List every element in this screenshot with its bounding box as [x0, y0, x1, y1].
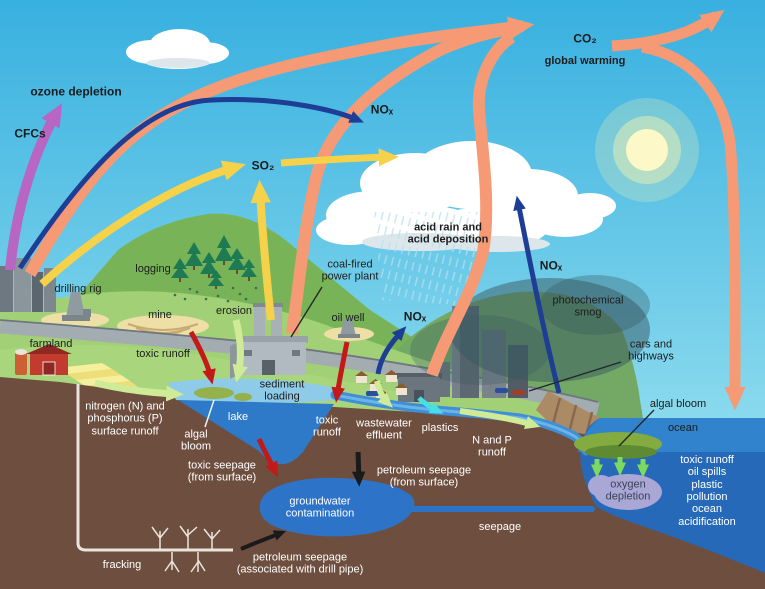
- farm-barn: [15, 344, 72, 376]
- co2-arrow-city-left: [24, 16, 535, 277]
- co2-arrow-city-right: [426, 31, 516, 377]
- toxic-runoff-arrow-mine: [188, 330, 216, 385]
- pointer-lines: [204, 286, 655, 447]
- so2-arrow-from-plant: [250, 179, 275, 321]
- stumps: [173, 286, 258, 303]
- so2-arrow-to-cloud: [280, 148, 399, 167]
- so2-arrow-left: [39, 160, 246, 287]
- river-runoff-arrow: [459, 408, 541, 430]
- fracking-well: [76, 384, 233, 573]
- oxygen-depletion-arrows: [591, 457, 649, 478]
- petroleum-pipe-arrow: [240, 530, 287, 551]
- nox-arrow-city: [513, 195, 562, 394]
- warming-arrow-to-ocean: [640, 41, 746, 411]
- smog-cloud: [410, 275, 650, 385]
- fracking-fissures: [151, 525, 221, 573]
- coal-plant-pointer: [290, 286, 323, 338]
- nox-arrow-suburbs: [375, 326, 407, 375]
- groundwater-plume: [259, 477, 415, 537]
- warming-arrow-up: [611, 9, 725, 52]
- cars-highways-pointer: [528, 361, 622, 392]
- farm-runoff-arrow: [94, 379, 184, 402]
- algal-bloom-lake-pointer: [204, 399, 215, 428]
- drilling-rig: [62, 292, 91, 321]
- erosion-arrow: [232, 319, 248, 383]
- oil-well: [338, 319, 360, 338]
- oxygen-depletion-zone: [588, 474, 662, 510]
- petroleum-seepage-arrow: [351, 451, 366, 487]
- suburb-runoff-arrow: [374, 380, 393, 408]
- algal-bloom-ocean-pointer: [618, 409, 655, 447]
- toxic-seepage-arrow: [256, 437, 279, 478]
- lake-cross-section: [178, 400, 334, 465]
- sun: [595, 98, 699, 202]
- toxic-runoff-arrow-oilwell: [331, 341, 350, 403]
- co2-arrow-power-plant: [286, 24, 507, 335]
- wastewater-plant: [396, 373, 442, 402]
- algal-bloom-lake-patch: [194, 387, 234, 399]
- cfc-arrow: [5, 102, 63, 271]
- logging-trees: [171, 235, 258, 303]
- arrows: [5, 9, 746, 551]
- small-cloud: [126, 29, 229, 69]
- wastewater-arrow: [417, 396, 444, 414]
- algal-blooms: [194, 387, 662, 459]
- acid-rain: [374, 212, 482, 306]
- nox-arrow-left: [17, 97, 364, 270]
- cars: [366, 388, 525, 396]
